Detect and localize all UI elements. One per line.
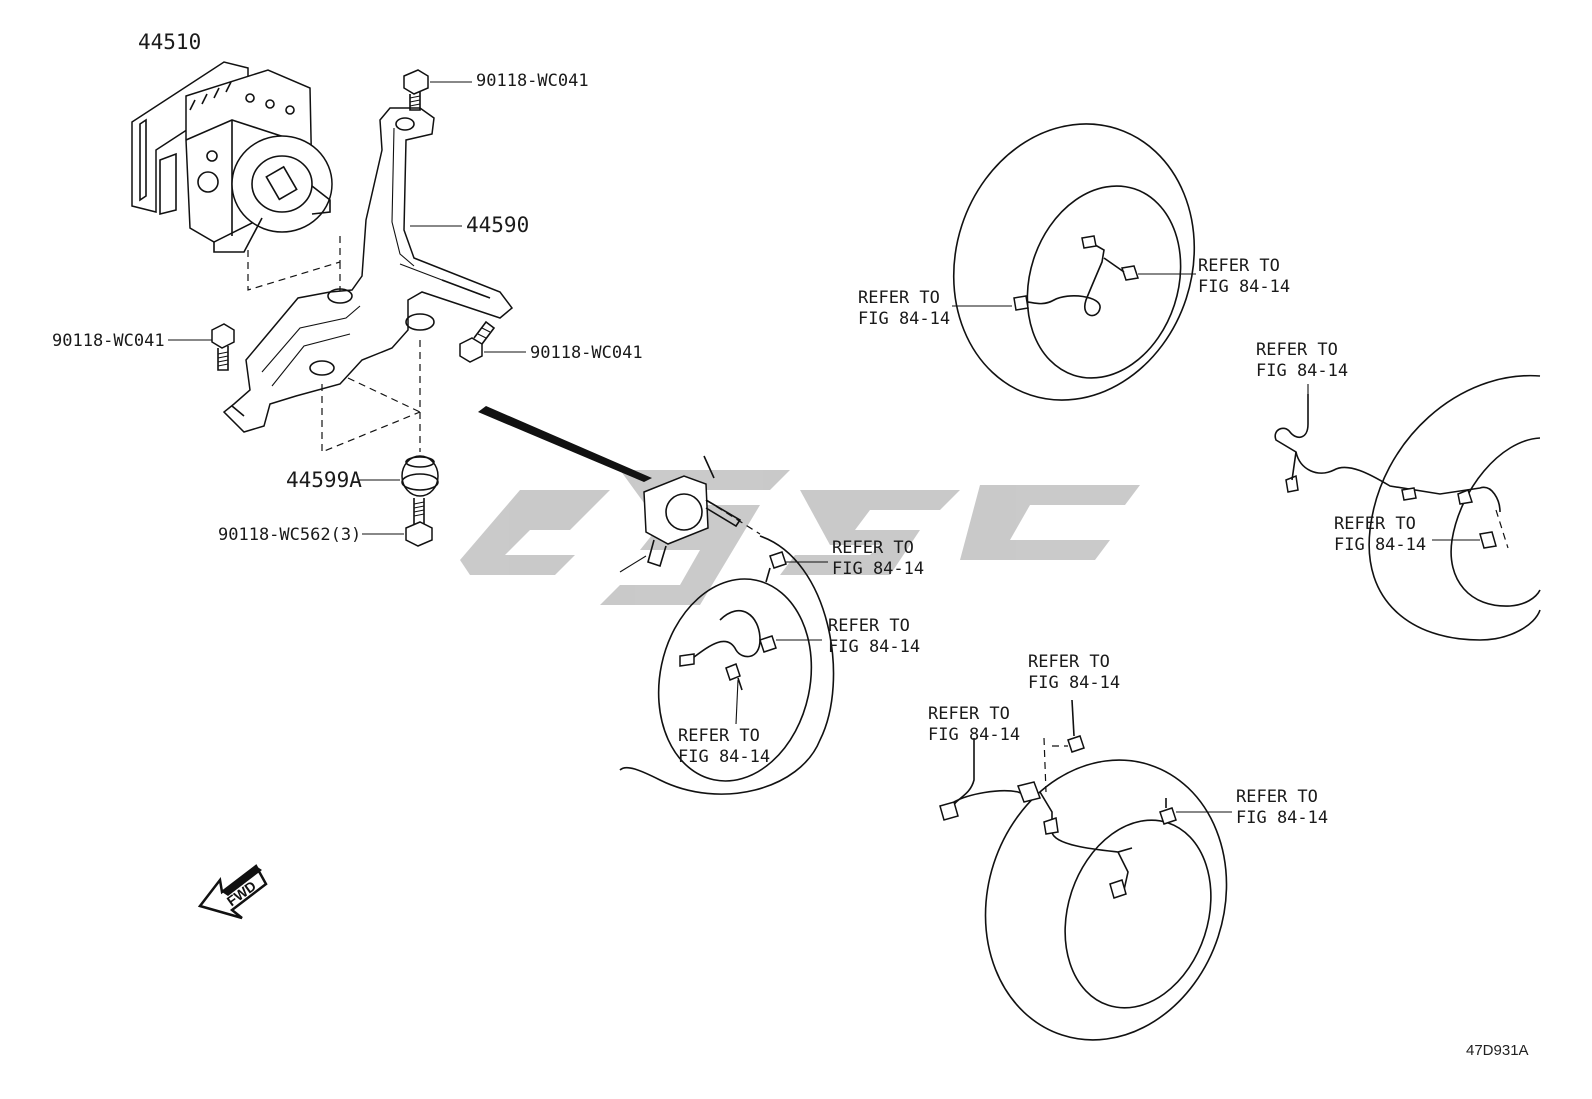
reference-label-6-line1: REFER TO — [828, 616, 910, 636]
part-label-44590: 44590 — [466, 213, 529, 237]
bracket-icon — [222, 107, 514, 433]
reference-label-5-line1: REFER TO — [832, 538, 914, 558]
part-label-44510: 44510 — [138, 30, 201, 54]
reference-label-4-line2: FIG 84-14 — [1334, 535, 1426, 555]
part-label-bolt-left: 90118-WC041 — [52, 331, 165, 351]
reference-label-10-line2: FIG 84-14 — [1236, 808, 1328, 828]
front-wheel-upper-icon — [952, 123, 1196, 401]
part-label-bolt-bottom: 90118-WC562(3) — [218, 525, 361, 545]
bolt-left-icon — [211, 323, 235, 371]
bolt-bottom-icon — [405, 498, 433, 547]
part-label-bolt-top: 90118-WC041 — [476, 71, 589, 91]
reference-label-5-line2: FIG 84-14 — [832, 559, 924, 579]
part-label-bolt-right: 90118-WC041 — [530, 343, 643, 363]
part-label-44599a: 44599A — [286, 468, 362, 492]
diagram-code: 47D931A — [1466, 1042, 1529, 1059]
reference-label-10-line1: REFER TO — [1236, 787, 1318, 807]
reference-label-1-line1: REFER TO — [858, 288, 940, 308]
reference-label-6-line2: FIG 84-14 — [828, 637, 920, 657]
watermark-logo — [460, 470, 1140, 605]
reference-label-2-line2: FIG 84-14 — [1198, 277, 1290, 297]
reference-label-7-line2: FIG 84-14 — [678, 747, 770, 767]
reference-label-9-line2: FIG 84-14 — [928, 725, 1020, 745]
reference-label-1-line2: FIG 84-14 — [858, 309, 950, 329]
reference-label-7-line1: REFER TO — [678, 726, 760, 746]
reference-label-3-line2: FIG 84-14 — [1256, 361, 1348, 381]
abs-actuator-icon — [131, 61, 333, 253]
reference-label-9-line1: REFER TO — [928, 704, 1010, 724]
locator-arrow-icon — [478, 406, 652, 482]
reference-label-2-line1: REFER TO — [1198, 256, 1280, 276]
reference-label-3-line1: REFER TO — [1256, 340, 1338, 360]
rear-wheel-right-icon — [1274, 374, 1541, 641]
bolt-top-icon — [403, 69, 429, 111]
reference-label-8-line2: FIG 84-14 — [1028, 673, 1120, 693]
cushion-icon — [401, 455, 439, 497]
bolt-right-icon — [459, 320, 496, 363]
rear-wheel-bottom-icon — [939, 699, 1228, 1041]
reference-label-8-line1: REFER TO — [1028, 652, 1110, 672]
front-wheel-center-icon — [619, 535, 835, 795]
reference-label-4-line1: REFER TO — [1334, 514, 1416, 534]
center-actuator-icon — [619, 455, 761, 573]
fwd-arrow-icon: FWD — [197, 864, 268, 920]
